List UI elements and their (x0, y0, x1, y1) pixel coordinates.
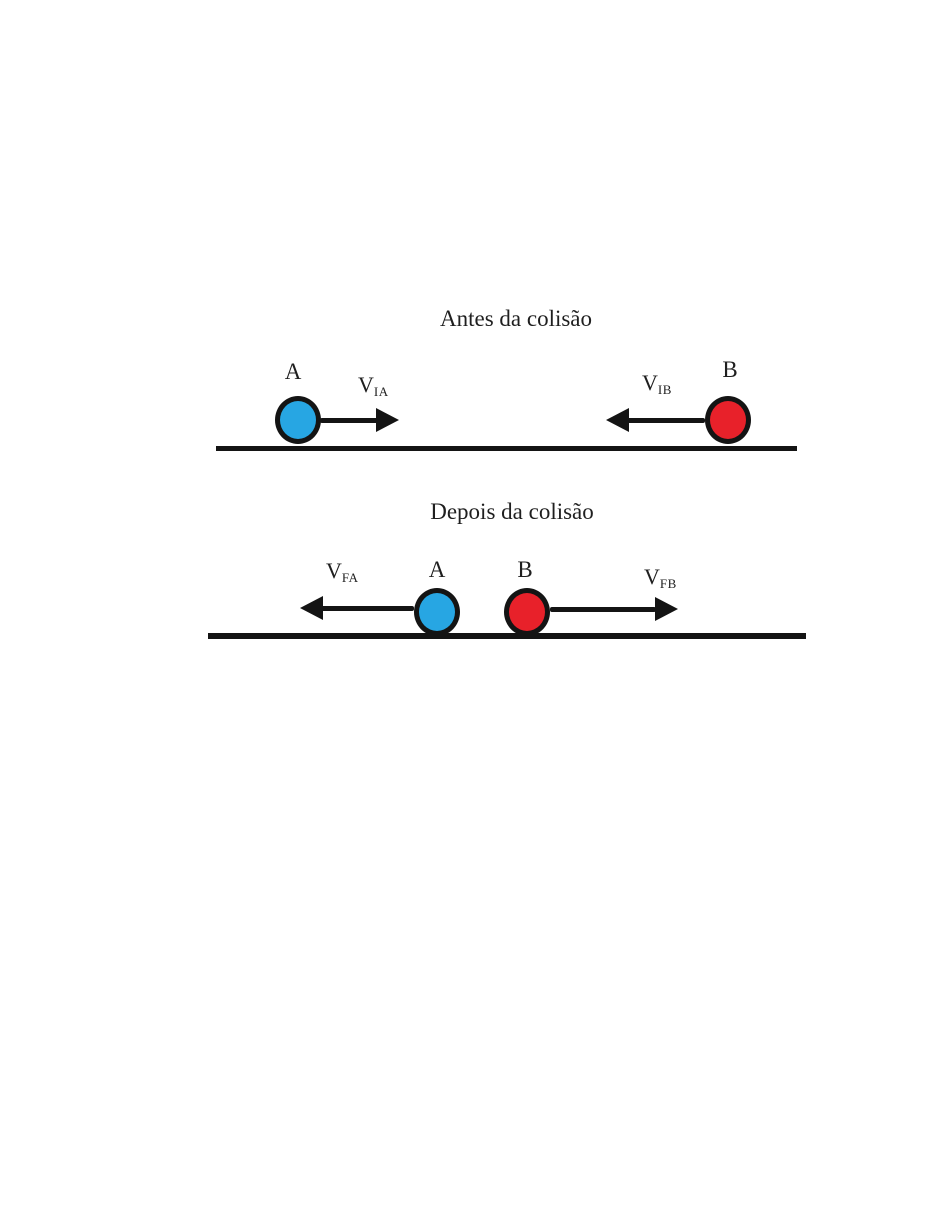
ball-a-label: A (428, 557, 446, 582)
arrow-head-left-icon (606, 408, 629, 432)
ball-a-label: A (284, 359, 302, 384)
ground-line (208, 633, 806, 639)
velocity-subscript: FB (659, 576, 677, 591)
arrow-shaft (550, 607, 656, 612)
ball-b (504, 588, 550, 636)
arrow-head-right-icon (655, 597, 678, 621)
arrow-head-right-icon (376, 408, 399, 432)
velocity-label-initial-a: VIA (358, 372, 389, 399)
arrow-shaft (321, 606, 414, 611)
velocity-symbol: V (644, 564, 660, 589)
arrow-shaft (320, 418, 378, 423)
before-scene-title: Antes da colisão (439, 306, 593, 331)
velocity-subscript: FA (341, 570, 359, 585)
velocity-label-initial-b: VIB (642, 370, 672, 397)
ball-b-label: B (517, 557, 533, 582)
ground-line (216, 446, 797, 451)
ball-a (414, 588, 460, 636)
velocity-label-final-b: VFB (644, 564, 677, 591)
after-scene-title: Depois da colisão (430, 499, 594, 524)
velocity-symbol: V (358, 372, 374, 397)
velocity-symbol: V (326, 558, 342, 583)
velocity-label-final-a: VFA (326, 558, 359, 585)
ball-a (275, 396, 321, 444)
velocity-symbol: V (642, 370, 658, 395)
ball-b (705, 396, 751, 444)
ball-b-label: B (722, 357, 738, 382)
arrow-head-left-icon (300, 596, 323, 620)
velocity-subscript: IA (373, 384, 389, 399)
arrow-shaft (627, 418, 705, 423)
velocity-subscript: IB (657, 382, 672, 397)
